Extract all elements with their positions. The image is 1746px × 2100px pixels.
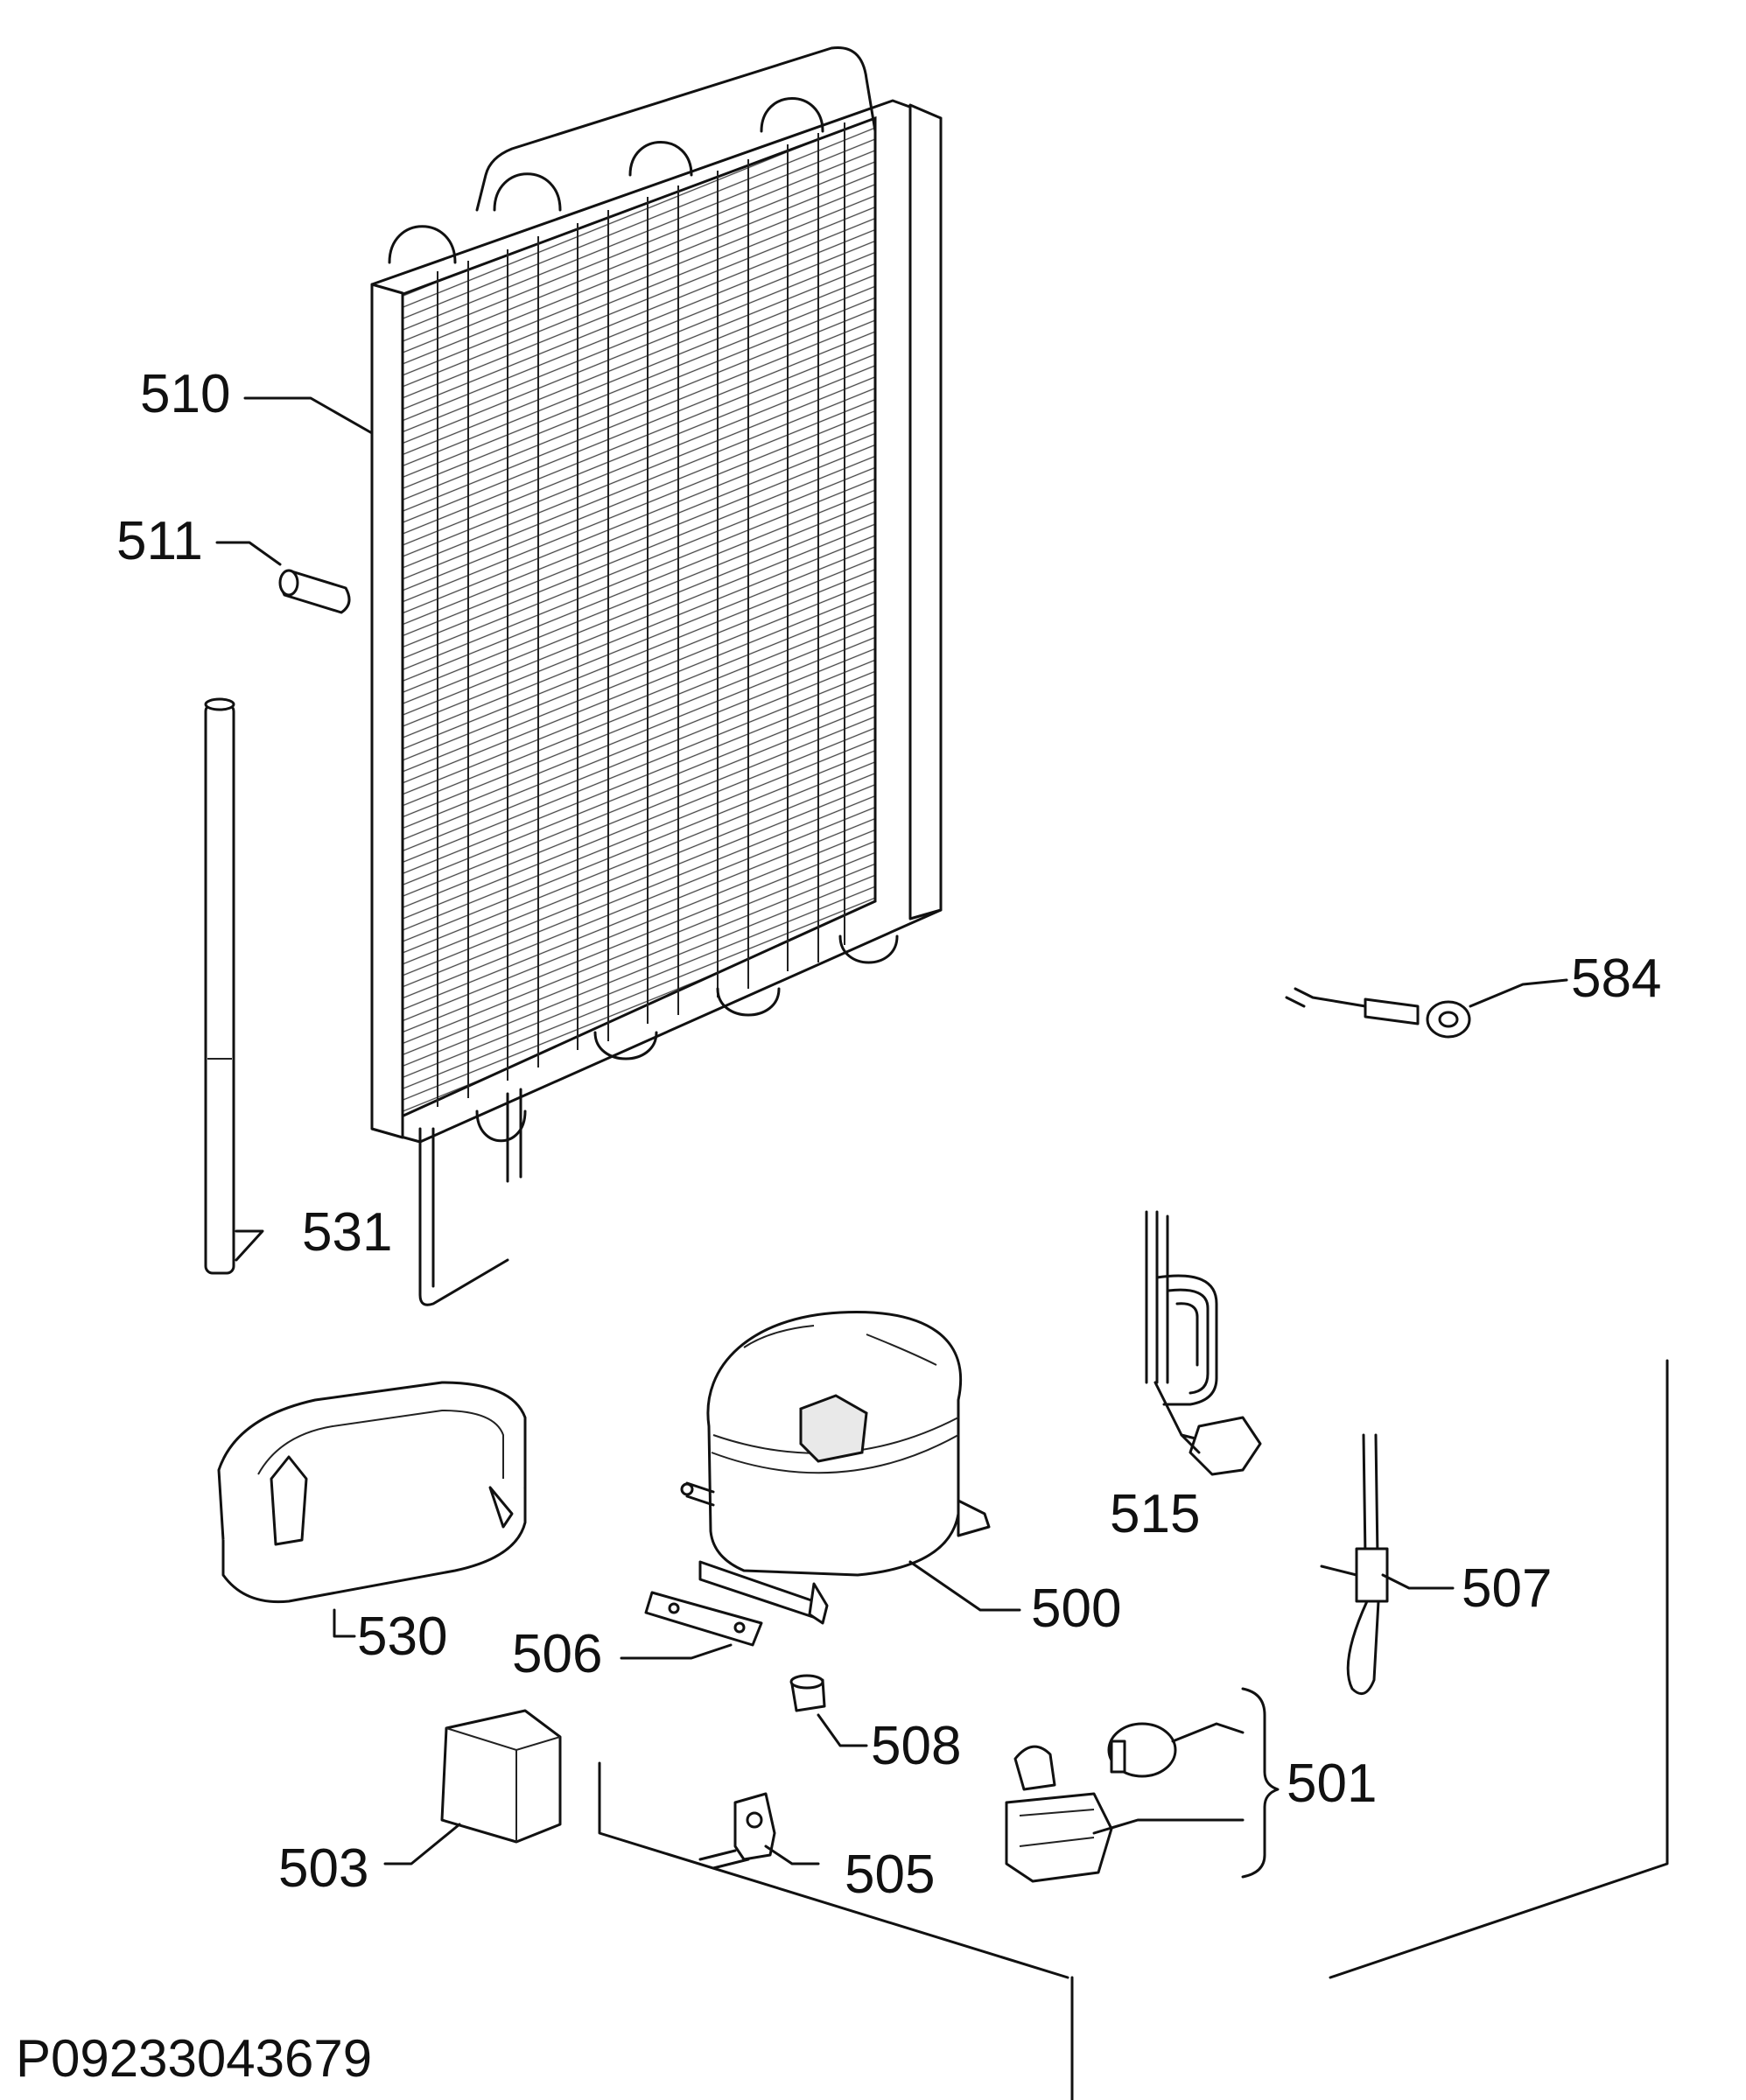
thermostat-507: [1320, 1433, 1389, 1696]
leader-lines: [215, 396, 1568, 1879]
drawing-code: P09233043679: [16, 2029, 373, 2088]
callout-508: 508: [871, 1716, 962, 1776]
callout-531: 531: [302, 1202, 393, 1263]
callout-515: 515: [1110, 1484, 1201, 1544]
condenser-510: [370, 46, 943, 1306]
callout-584: 584: [1571, 948, 1662, 1009]
frame-outline: [598, 1359, 1669, 2100]
callout-511: 511: [116, 511, 203, 571]
callout-503: 503: [278, 1838, 369, 1899]
pin-511: [278, 569, 351, 614]
callout-530: 530: [357, 1606, 448, 1667]
pipe-531: [204, 697, 235, 1275]
callout-506: 506: [512, 1624, 603, 1684]
compressor-500: [680, 1311, 991, 1625]
tray-530: [217, 1381, 527, 1604]
grommet-508: [789, 1674, 826, 1712]
callout-507: 507: [1462, 1558, 1553, 1619]
relay-501: [1005, 1722, 1177, 1883]
mounting-plate-506: [644, 1591, 763, 1647]
callout-510: 510: [140, 364, 231, 424]
callout-500: 500: [1031, 1578, 1122, 1639]
heater-515: [1145, 1210, 1262, 1476]
clip-505: [698, 1792, 776, 1870]
sensor-584: [1285, 987, 1471, 1039]
capacitor-503: [440, 1709, 562, 1844]
callout-501: 501: [1287, 1754, 1378, 1814]
callout-505: 505: [845, 1844, 936, 1905]
